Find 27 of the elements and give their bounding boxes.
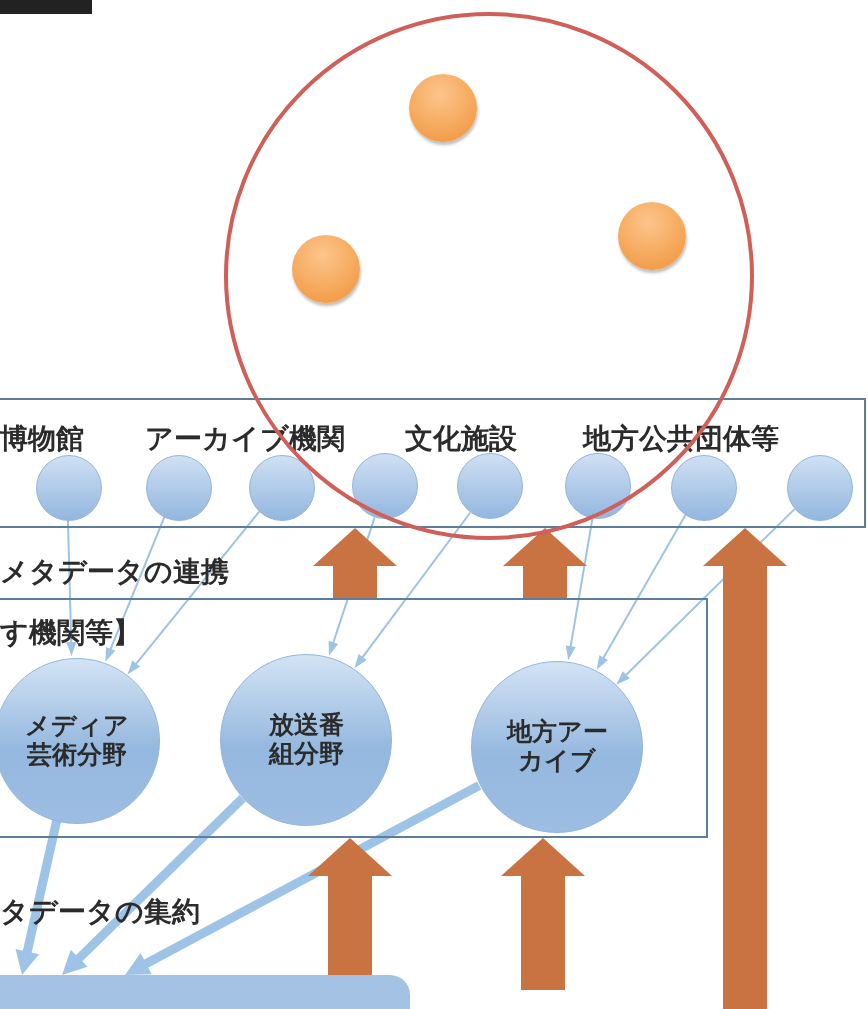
band-label: 文化施設 — [405, 421, 517, 457]
block-arrow — [501, 838, 585, 990]
arrow — [354, 511, 472, 669]
arrow — [125, 781, 482, 975]
arrow — [15, 819, 62, 975]
circle-label: 放送番組分野 — [267, 711, 345, 769]
arrow — [127, 510, 261, 675]
arrow — [105, 515, 166, 662]
node-circle — [249, 455, 315, 521]
section-label: メタデータの連携 — [0, 554, 229, 590]
dot — [618, 202, 686, 270]
panel-heading: す機関等】 — [0, 615, 141, 651]
node-circle — [671, 455, 737, 521]
institution-panel — [0, 598, 708, 838]
circle-label: 地方アーカイブ — [505, 718, 609, 776]
arrow — [62, 794, 246, 975]
block-arrow — [308, 838, 392, 975]
arrow — [565, 517, 594, 661]
dot — [409, 74, 477, 142]
block-arrow — [703, 528, 787, 1009]
block-arrow — [313, 528, 397, 598]
band-label: 博物館 — [0, 421, 84, 457]
block-arrow — [503, 528, 587, 598]
section-label: タデータの集約 — [0, 894, 200, 930]
dot — [292, 235, 360, 303]
circle-label: メディア芸術分野 — [25, 712, 129, 770]
arrow — [596, 513, 687, 670]
